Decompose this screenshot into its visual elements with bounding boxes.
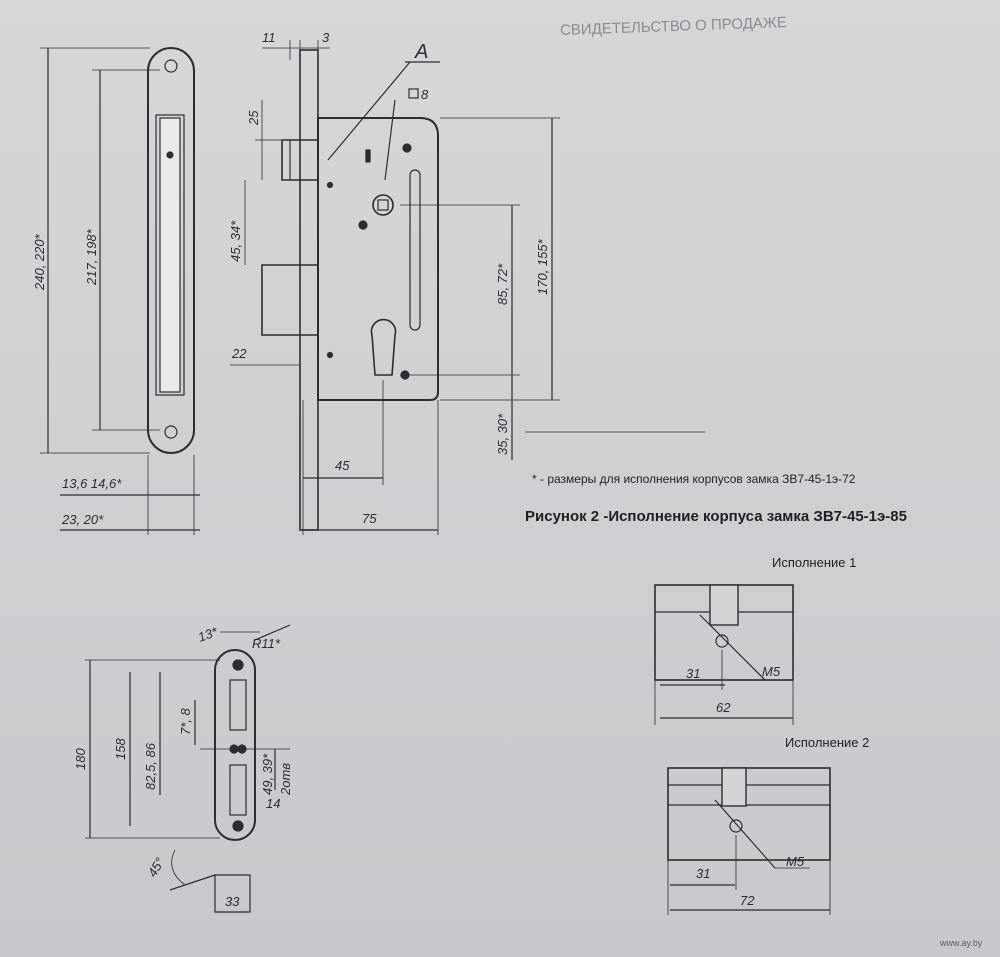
cyl1-m5: M5 [762,664,781,679]
dim-22: 22 [231,346,247,361]
dim-7-8: 7*, 8 [178,707,193,735]
dim-33: 33 [225,894,240,909]
variant-2-label: Исполнение 2 [785,735,870,750]
dim-49-39: 49, 39* [260,753,275,795]
dim-170-155: 170, 155* [535,238,550,295]
asterisk-note: * - размеры для исполнения корпусов замк… [532,472,856,486]
dim-13-6: 13,6 14,6* [62,476,122,491]
cylinder-variant-2 [667,767,831,915]
dim-25: 25 [246,110,261,126]
dim-35-30: 35, 30* [495,413,510,455]
label-a: A [414,41,428,63]
cyl1-dim-62: 62 [716,700,731,715]
dim-square-8: 8 [421,87,429,102]
dim-75: 75 [362,511,377,526]
dim-240: 240, 220* [32,233,47,291]
dim-11: 11 [262,30,276,45]
dim-45-34: 45, 34* [228,220,243,262]
dim-45deg: 45° [145,855,168,880]
dim-217: 217, 198* [84,228,99,286]
figure-title: Рисунок 2 -Исполнение корпуса замка ЗВ7-… [525,508,907,525]
cyl1-dim-31: 31 [686,666,700,681]
cylinder-variant-1 [654,584,794,725]
lock-body-view [230,40,705,535]
strike-plate-view [85,624,291,913]
dim-85-72: 85, 72* [495,263,510,305]
dim-2otv: 2отв [278,763,293,796]
variant-1-label: Исполнение 1 [772,555,857,570]
dim-14: 14 [266,796,280,811]
dim-r11: R11* [252,636,281,651]
dim-82-5-86: 82,5, 86 [143,742,158,790]
faceplate-view [40,47,200,535]
cyl2-dim-31: 31 [696,866,710,881]
cyl2-dim-72: 72 [740,893,755,908]
dim-23-20: 23, 20* [61,512,104,527]
dim-45: 45 [335,458,350,473]
dim-13: 13* [196,624,220,645]
dim-180: 180 [73,748,88,770]
dim-158: 158 [113,738,128,760]
cyl2-m5: M5 [786,854,805,869]
dim-3: 3 [322,30,330,45]
watermark: www.ay.by [940,938,983,948]
